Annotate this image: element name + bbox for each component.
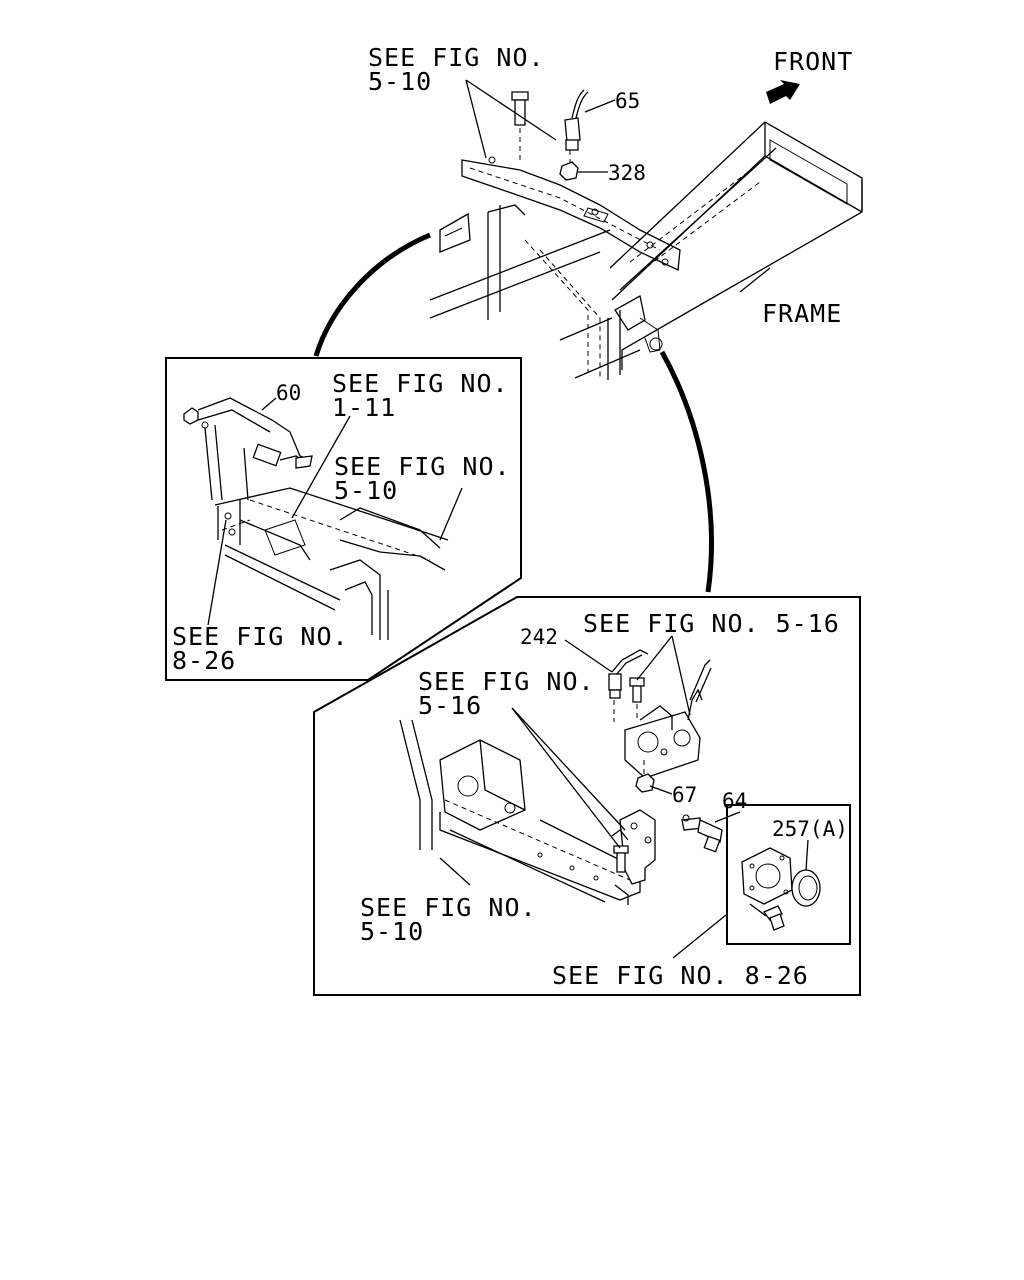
right-see-fig-5-16-b-line1: SEE FIG NO. xyxy=(418,667,595,696)
part-number-257a: 257(A) xyxy=(772,817,848,841)
leader-67 xyxy=(649,785,673,795)
leader-64 xyxy=(714,811,741,823)
leader-5-16-a2 xyxy=(671,635,691,716)
detail-box-right: SEE FIG NO. 5-16 SEE FIG NO. 5-16 242 67… xyxy=(313,596,861,996)
right-see-fig-5-10-line2: 5-10 xyxy=(360,917,424,946)
part-60-sensor[interactable] xyxy=(183,397,313,501)
part-number-65: 65 xyxy=(615,89,640,113)
right-see-fig-8-26: SEE FIG NO. 8-26 xyxy=(552,961,809,990)
left-see-fig-8-26-line1: SEE FIG NO. xyxy=(172,622,349,651)
part-328-nut[interactable] xyxy=(559,161,579,181)
right-see-fig-5-16-a: SEE FIG NO. 5-16 xyxy=(583,609,840,638)
part-67-nut[interactable] xyxy=(635,773,655,793)
right-see-fig-5-16-b-line2: 5-16 xyxy=(418,691,482,720)
part-257a-assembly[interactable] xyxy=(741,847,821,931)
leader-left-5-10 xyxy=(439,487,463,541)
part-242-sensor[interactable] xyxy=(608,649,649,699)
part-number-328: 328 xyxy=(608,161,646,185)
front-label: FRONT xyxy=(773,47,853,76)
front-arrow-icon xyxy=(766,80,800,104)
left-see-fig-8-26-line2: 8-26 xyxy=(172,646,236,675)
frame-assembly xyxy=(429,121,863,380)
left-see-fig-1-11-line1: SEE FIG NO. xyxy=(332,369,509,398)
leader-5-16-b1 xyxy=(511,707,621,849)
leader-right-8-26 xyxy=(672,914,727,959)
detail-box-left: 60 SEE FIG NO. 1-11 SEE FIG NO. 5-10 SEE… xyxy=(165,357,522,681)
leader-frame xyxy=(739,267,771,293)
part-65-sensor[interactable] xyxy=(564,89,589,151)
leader-left-8-26 xyxy=(207,519,227,626)
leader-right-5-10 xyxy=(439,857,471,886)
part-number-242: 242 xyxy=(520,625,558,649)
part-number-67: 67 xyxy=(672,783,697,807)
frame-label: FRAME xyxy=(762,299,842,328)
detail-box-257a xyxy=(726,804,851,945)
part-number-64: 64 xyxy=(722,789,747,813)
top-see-fig-line2: 5-10 xyxy=(368,67,432,96)
left-see-fig-1-11-line2: 1-11 xyxy=(332,393,396,422)
leader-65 xyxy=(584,99,616,113)
left-see-fig-5-10-line1: SEE FIG NO. xyxy=(334,452,511,481)
connector-curve-left xyxy=(313,232,431,357)
top-see-fig-line1: SEE FIG NO. xyxy=(368,43,545,72)
connector-curve-right xyxy=(659,350,714,593)
leader-top-see-fig-a xyxy=(465,79,487,159)
part-64-sensor[interactable] xyxy=(681,814,723,853)
leader-242 xyxy=(564,639,613,673)
left-see-fig-5-10-line2: 5-10 xyxy=(334,476,398,505)
leader-257a xyxy=(805,839,809,871)
part-number-60: 60 xyxy=(276,381,301,405)
leader-60 xyxy=(261,397,277,411)
right-see-fig-5-10-line1: SEE FIG NO. xyxy=(360,893,537,922)
top-bolt xyxy=(511,91,529,126)
leader-5-16-a1 xyxy=(636,635,673,681)
leader-1-11 xyxy=(291,415,351,519)
leader-5-16-b2 xyxy=(511,707,626,831)
leader-top-see-fig-b xyxy=(465,79,557,141)
